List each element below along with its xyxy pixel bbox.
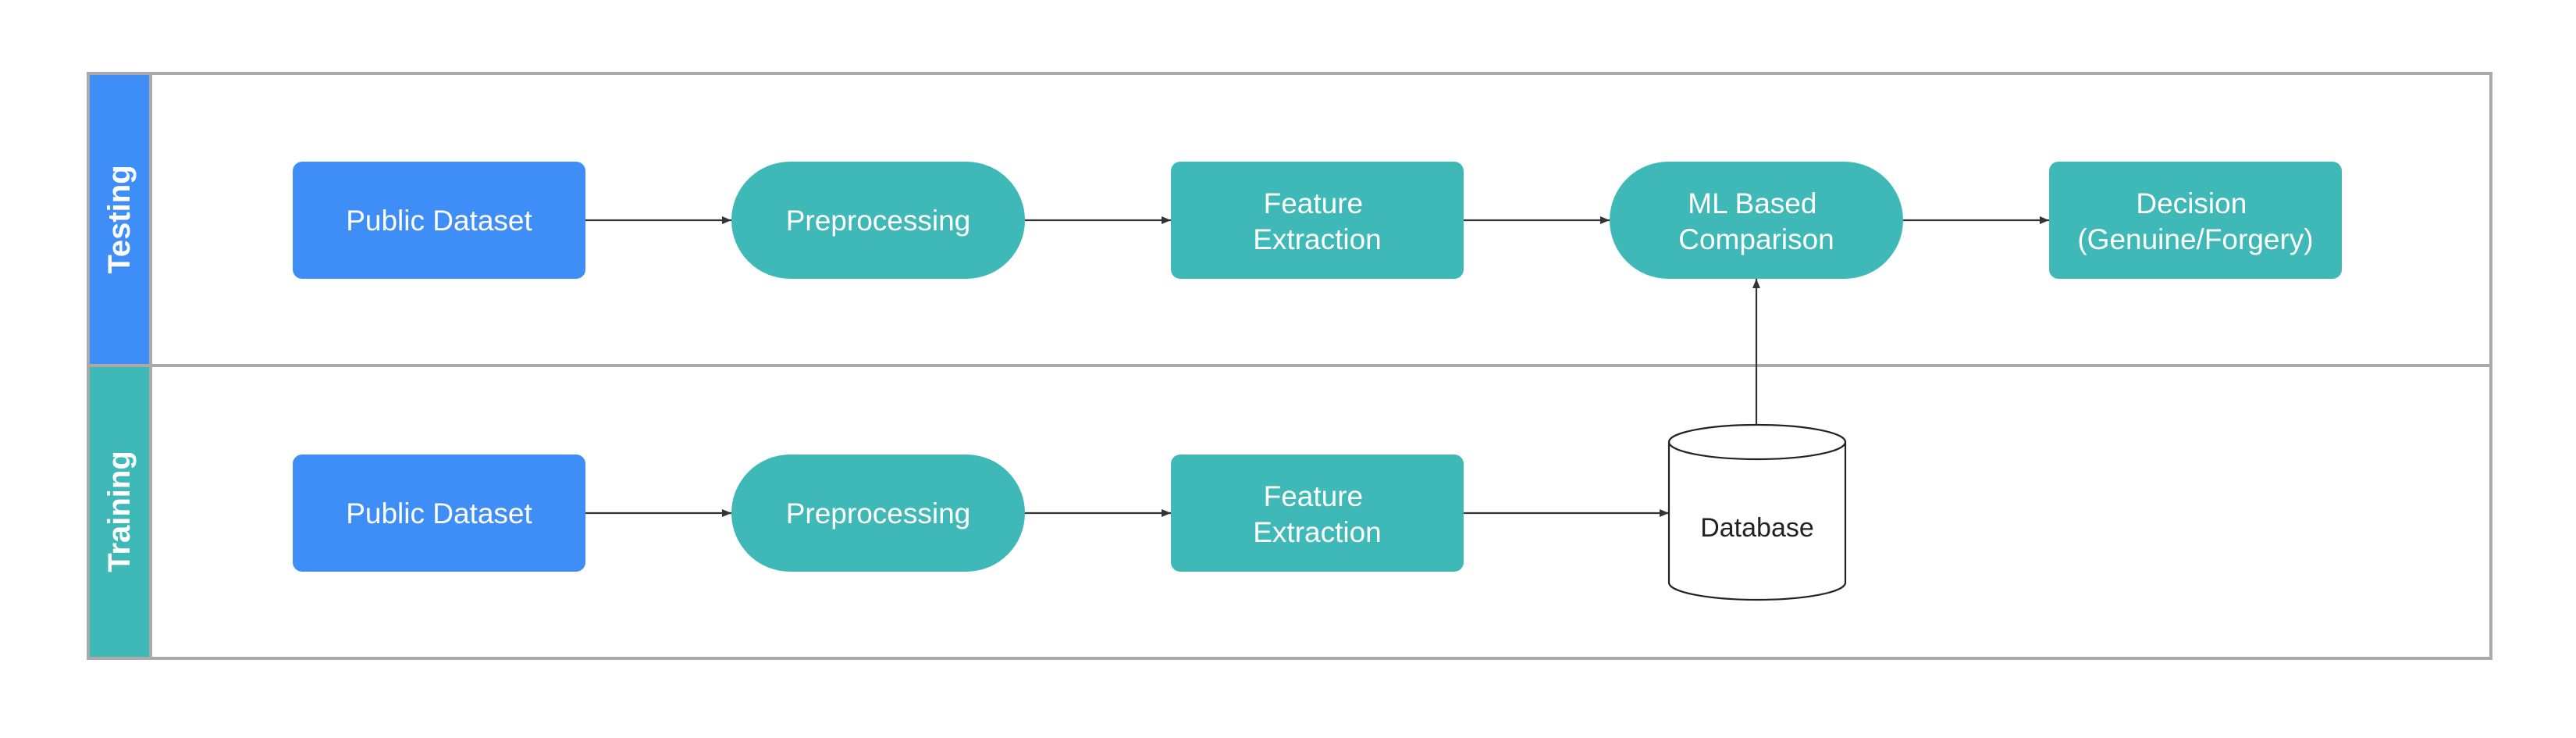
node-testing-feature-extraction-line-1: Feature xyxy=(1264,187,1364,219)
node-testing-preprocessing-label: Preprocessing xyxy=(786,205,971,237)
node-testing-feature-extraction[interactable]: Feature Extraction xyxy=(1171,162,1464,279)
node-testing-public-dataset-line-1: Public Dataset xyxy=(346,205,532,237)
node-training-public-dataset-line-1: Public Dataset xyxy=(346,497,532,529)
node-decision-box xyxy=(2049,162,2342,279)
node-training-preprocessing-label: Preprocessing xyxy=(786,497,971,529)
node-training-preprocessing-pill xyxy=(731,455,1025,572)
node-training-feature-extraction-line-2: Extraction xyxy=(1253,516,1382,548)
node-training-preprocessing[interactable]: Preprocessing xyxy=(731,455,1025,572)
node-testing-feature-extraction-box xyxy=(1171,162,1464,279)
database-cylinder-top xyxy=(1667,423,1847,461)
node-testing-preprocessing[interactable]: Preprocessing xyxy=(731,162,1025,279)
node-ml-based-comparison-line-1: ML Based xyxy=(1688,187,1816,219)
node-training-public-dataset[interactable]: Public Dataset xyxy=(293,455,585,572)
node-training-feature-extraction-box xyxy=(1171,455,1464,572)
node-ml-based-comparison-line-2: Comparison xyxy=(1678,223,1834,255)
node-training-feature-extraction-line-1: Feature xyxy=(1264,480,1364,512)
node-testing-public-dataset-box xyxy=(293,162,585,279)
lane-training: Training xyxy=(87,364,2492,660)
node-ml-based-comparison-label: ML Based Comparison xyxy=(1678,187,1834,255)
node-database-label: Database xyxy=(1700,513,1814,543)
node-training-feature-extraction[interactable]: Feature Extraction xyxy=(1171,455,1464,572)
database-cylinder-body xyxy=(1667,442,1847,601)
node-ml-based-comparison-pill xyxy=(1610,162,1903,279)
node-training-feature-extraction-label: Feature Extraction xyxy=(1253,480,1382,548)
edges-layer xyxy=(585,216,2049,517)
lane-training-header xyxy=(88,365,151,658)
node-decision-label: Decision (Genuine/Forgery) xyxy=(2077,187,2313,255)
lane-training-body xyxy=(87,364,2492,660)
node-training-public-dataset-box xyxy=(293,455,585,572)
node-training-public-dataset-label: Public Dataset xyxy=(346,497,532,529)
node-ml-based-comparison[interactable]: ML Based Comparison xyxy=(1610,162,1903,279)
node-decision-line-2: (Genuine/Forgery) xyxy=(2077,223,2313,255)
lane-training-label: Training xyxy=(102,451,137,572)
node-database[interactable]: Database xyxy=(1667,423,1847,601)
lane-testing-label: Testing xyxy=(102,165,137,273)
node-database-line-1: Database xyxy=(1700,513,1814,543)
node-testing-preprocessing-line-1: Preprocessing xyxy=(786,205,971,237)
node-testing-feature-extraction-line-2: Extraction xyxy=(1253,223,1382,255)
nodes-layer: Public Dataset Preprocessing Feature Ext… xyxy=(293,162,2342,601)
node-decision[interactable]: Decision (Genuine/Forgery) xyxy=(2049,162,2342,279)
node-testing-public-dataset[interactable]: Public Dataset xyxy=(293,162,585,279)
node-testing-feature-extraction-label: Feature Extraction xyxy=(1253,187,1382,255)
node-testing-public-dataset-label: Public Dataset xyxy=(346,205,532,237)
node-training-preprocessing-line-1: Preprocessing xyxy=(786,497,971,529)
node-decision-line-1: Decision xyxy=(2136,187,2247,219)
node-testing-preprocessing-pill xyxy=(731,162,1025,279)
lane-testing-header xyxy=(88,73,151,365)
